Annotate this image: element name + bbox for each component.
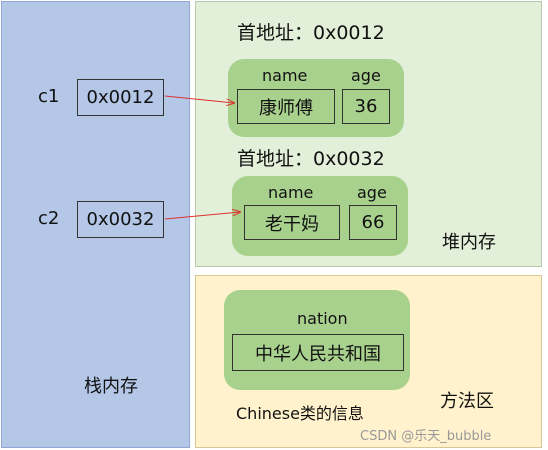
- var-name-c1: c1: [38, 86, 60, 107]
- class-info-caption: Chinese类的信息: [236, 404, 364, 423]
- heap-label: 堆内存: [442, 232, 496, 253]
- arrow-c1-to-object-1: [164, 95, 234, 103]
- class-field-nation-label: nation: [297, 309, 348, 328]
- object-2: [232, 176, 408, 256]
- watermark: CSDN @乐天_bubble: [360, 429, 492, 444]
- object-1: [228, 59, 404, 137]
- method-area-label: 方法区: [440, 391, 494, 412]
- object-2-field-age-label: age: [357, 183, 387, 202]
- object-1-field-age-label: age: [351, 66, 381, 85]
- object-1-name-value: 康师傅: [237, 89, 335, 124]
- object-2-address-title: 首地址：0x0032: [237, 148, 385, 170]
- arrow-c2-to-object-2: [164, 212, 240, 220]
- object-1-field-name-label: name: [262, 66, 308, 85]
- object-2-age-value: 66: [349, 205, 397, 240]
- object-2-name-value: 老干妈: [244, 205, 340, 240]
- object-1-address-title: 首地址：0x0012: [237, 22, 385, 44]
- var-value-c1: 0x0012: [77, 79, 164, 116]
- stack-label: 栈内存: [84, 376, 138, 397]
- object-2-field-name-label: name: [268, 183, 314, 202]
- class-info-box: [224, 290, 410, 390]
- var-name-c2: c2: [38, 208, 60, 229]
- stack-memory-panel: [1, 1, 190, 448]
- object-1-age-value: 36: [342, 89, 390, 124]
- class-field-nation-value: 中华人民共和国: [232, 334, 404, 371]
- var-value-c2: 0x0032: [77, 201, 164, 238]
